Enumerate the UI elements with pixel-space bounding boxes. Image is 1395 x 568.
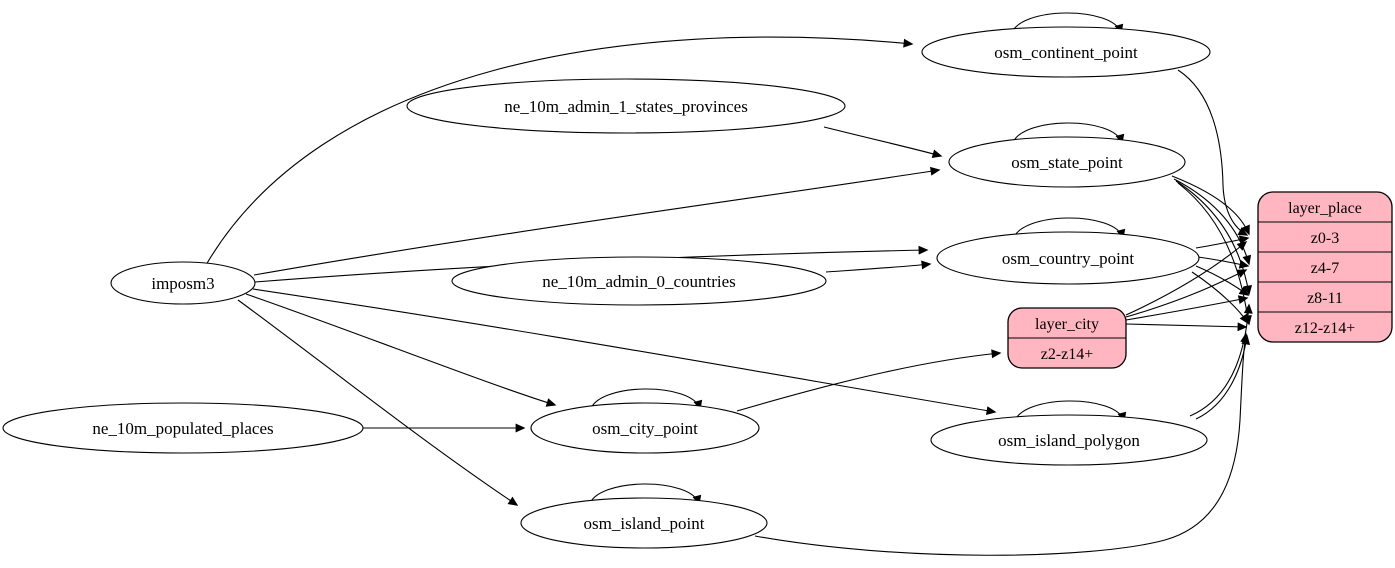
node-osm-continent-point: osm_continent_point bbox=[921, 26, 1211, 78]
edge-city-layercity bbox=[736, 349, 1002, 412]
edge-country-z4 bbox=[1197, 256, 1250, 269]
osm-island-point-label: osm_island_point bbox=[584, 514, 705, 533]
edge-imposm3-islandpoint bbox=[237, 299, 519, 506]
selfloop-country bbox=[1012, 217, 1126, 241]
selfloop-continent bbox=[1010, 12, 1124, 36]
edge-group bbox=[205, 12, 1253, 556]
node-osm-state-point: osm_state_point bbox=[948, 136, 1186, 188]
edge-islandpolygon-z12 bbox=[1195, 334, 1251, 420]
node-osm-island-polygon: osm_island_polygon bbox=[930, 414, 1208, 466]
edge-country-z12 bbox=[1191, 271, 1249, 325]
edge-country-z0 bbox=[1195, 235, 1250, 249]
layer-place-row-z4: z4-7 bbox=[1311, 260, 1339, 277]
node-layer-city: layer_city z2-z14+ bbox=[1007, 307, 1127, 369]
edge-layercity-z4 bbox=[1125, 269, 1248, 318]
node-osm-country-point: osm_country_point bbox=[936, 231, 1200, 285]
ne-10m-admin-0-shape bbox=[451, 256, 827, 306]
layer-place-title: layer_place bbox=[1288, 200, 1362, 217]
edge-ne1-state bbox=[823, 126, 943, 159]
imposm3-label: imposm3 bbox=[151, 274, 214, 293]
edge-layercity-z12 bbox=[1125, 322, 1248, 332]
node-ne-10m-admin-1-states-provinces: ne_10m_admin_1_states_provinces bbox=[406, 78, 846, 134]
layer-place-shape bbox=[1257, 191, 1393, 343]
edge-state-z4 bbox=[1173, 178, 1252, 266]
node-osm-city-point: osm_city_point bbox=[530, 402, 760, 454]
layer-place-row-z8: z8-11 bbox=[1307, 290, 1343, 307]
edge-ne0-country bbox=[825, 260, 932, 273]
osm-continent-point-shape bbox=[921, 26, 1211, 78]
edge-imposm3-continent bbox=[205, 36, 914, 266]
osm-country-point-shape bbox=[936, 231, 1200, 285]
osm-continent-point-label: osm_continent_point bbox=[994, 43, 1138, 62]
node-osm-island-point: osm_island_point bbox=[520, 497, 768, 549]
ne-10m-populated-places-shape bbox=[2, 402, 364, 454]
edge-continent-z0 bbox=[1177, 69, 1249, 236]
selfloop-islandpoint bbox=[588, 483, 702, 507]
node-ne-10m-populated-places: ne_10m_populated_places bbox=[2, 402, 364, 454]
ne-10m-admin-1-shape bbox=[406, 78, 846, 134]
edge-layercity-z0 bbox=[1125, 241, 1248, 316]
edge-islandpoint-z12 bbox=[754, 332, 1250, 556]
edge-islandpolygon-z8 bbox=[1189, 303, 1253, 417]
osm-island-point-shape bbox=[520, 497, 768, 549]
ne-10m-populated-places-label: ne_10m_populated_places bbox=[92, 419, 273, 438]
node-imposm3: imposm3 bbox=[110, 261, 256, 305]
edge-imposm3-state bbox=[253, 166, 941, 276]
osm-city-point-shape bbox=[530, 402, 760, 454]
layer-place-row-z12: z12-z14+ bbox=[1295, 320, 1356, 337]
ne-10m-admin-1-label: ne_10m_admin_1_states_provinces bbox=[504, 97, 748, 116]
selfloop-state bbox=[1011, 122, 1125, 146]
edge-imposm3-city bbox=[245, 293, 557, 407]
layer-city-row-z2: z2-z14+ bbox=[1041, 346, 1094, 363]
node-layer-place: layer_place z0-3 z4-7 z8-11 z12-z14+ bbox=[1257, 191, 1393, 343]
edge-country-z8 bbox=[1195, 265, 1250, 296]
node-ne-10m-admin-0-countries: ne_10m_admin_0_countries bbox=[451, 256, 827, 306]
osm-country-point-label: osm_country_point bbox=[1002, 249, 1134, 268]
selfloop-city bbox=[589, 388, 703, 412]
layer-city-title: layer_city bbox=[1035, 316, 1099, 333]
layer-place-row-z0: z0-3 bbox=[1311, 230, 1339, 247]
edge-layercity-z8 bbox=[1125, 295, 1249, 321]
edge-state-z8 bbox=[1175, 180, 1253, 296]
osm-state-point-label: osm_state_point bbox=[1011, 153, 1123, 172]
imposm3-shape bbox=[110, 261, 256, 305]
osm-city-point-label: osm_city_point bbox=[592, 419, 698, 438]
selfloop-islandpolygon bbox=[1013, 400, 1127, 424]
osm-island-polygon-label: osm_island_polygon bbox=[998, 431, 1140, 450]
osm-island-polygon-shape bbox=[930, 414, 1208, 466]
edge-imposm3-islandpolygon bbox=[252, 288, 997, 416]
ne-10m-admin-0-label: ne_10m_admin_0_countries bbox=[542, 272, 736, 291]
osm-state-point-shape bbox=[948, 136, 1186, 188]
